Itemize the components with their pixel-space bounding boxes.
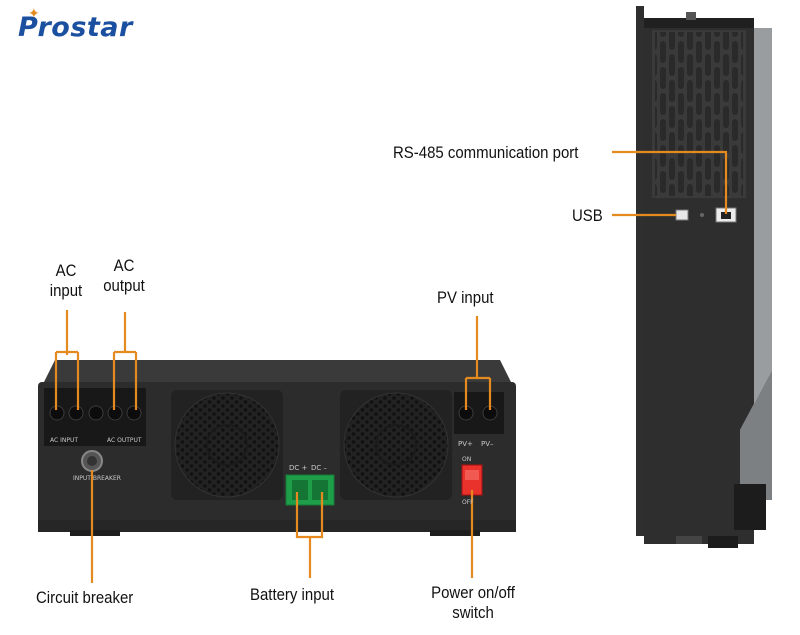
logo-text: Prostar <box>18 12 133 43</box>
panel-on: ON <box>462 456 472 463</box>
label-power-switch: Power on/off switch <box>431 583 515 622</box>
front-unit <box>38 360 516 536</box>
label-rs485: RS-485 communication port <box>393 143 579 162</box>
label-pv-input: PV input <box>437 288 494 307</box>
side-unit <box>636 6 772 548</box>
panel-input-breaker: INPUT BREAKER <box>73 475 121 482</box>
panel-dc-minus: DC – <box>311 464 328 472</box>
panel-off: OFF <box>462 499 474 506</box>
label-circuit-breaker: Circuit breaker <box>36 588 134 607</box>
panel-pv-minus: PV– <box>481 440 494 448</box>
label-usb: USB <box>572 206 603 225</box>
label-ac-output: AC output <box>103 256 145 295</box>
label-battery-input: Battery input <box>250 585 334 604</box>
leader-lines <box>54 150 728 583</box>
prostar-logo: Prostar ✦ <box>18 6 133 43</box>
panel-ac-output: AC OUTPUT <box>107 437 142 444</box>
panel-dc-plus: DC + <box>289 464 308 472</box>
panel-pv-plus: PV+ <box>458 440 473 448</box>
panel-ac-input: AC INPUT <box>50 437 79 444</box>
logo-star-icon: ✦ <box>28 6 41 22</box>
label-ac-input: AC input <box>49 261 83 300</box>
